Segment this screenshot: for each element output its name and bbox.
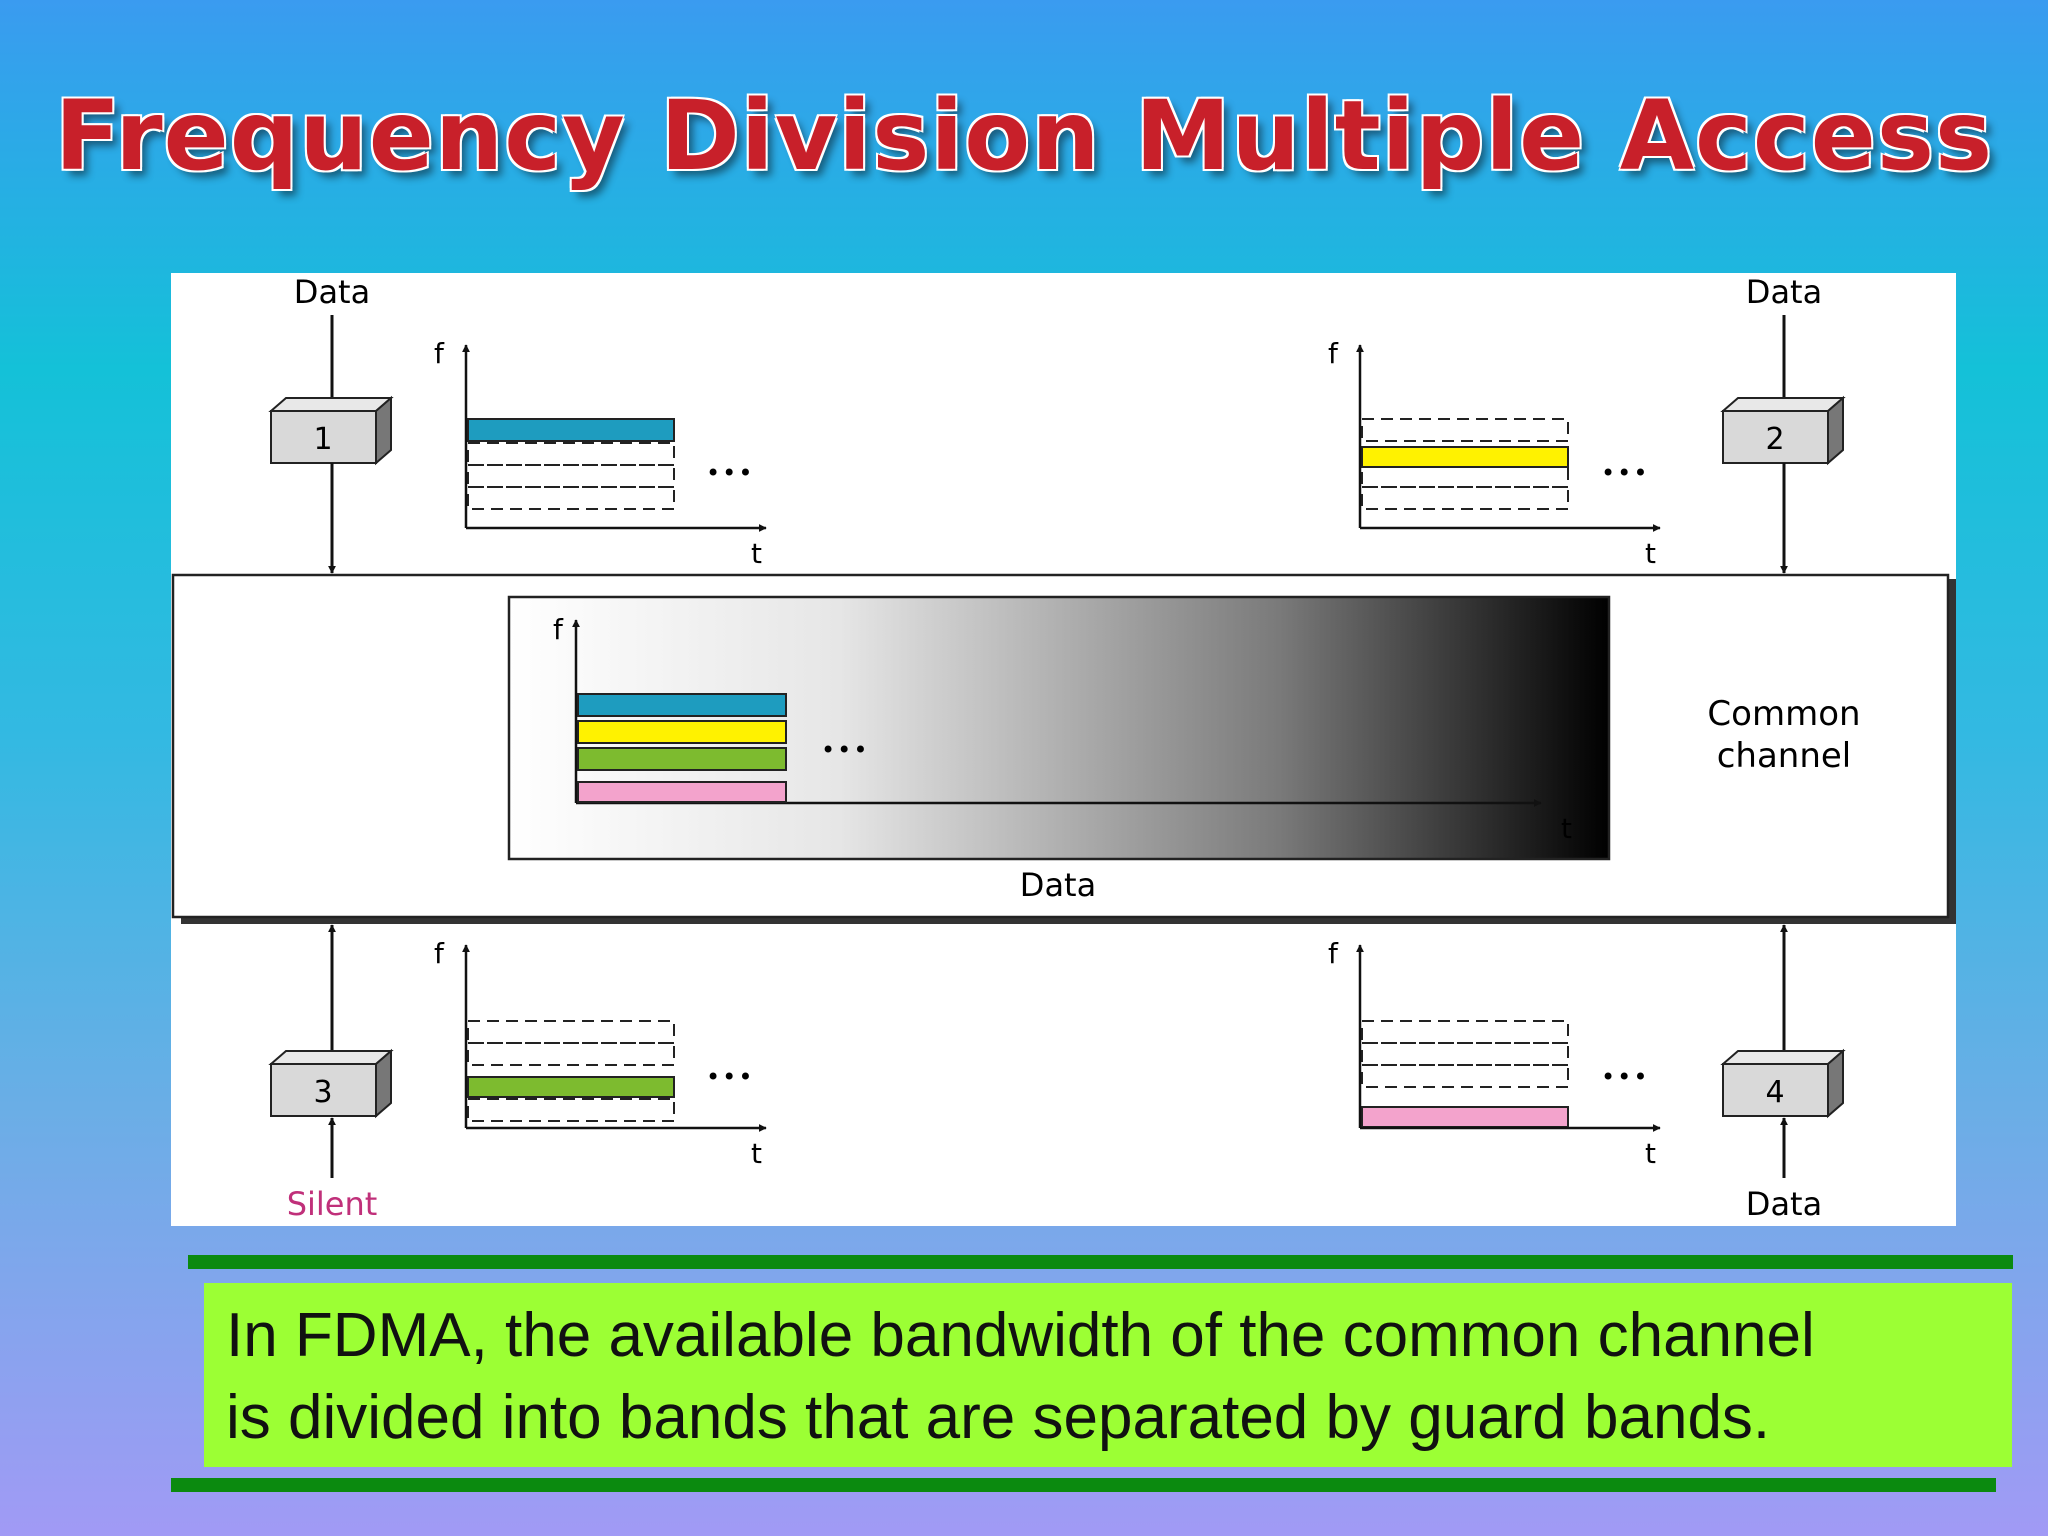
station-2-input-label: Data	[1746, 273, 1822, 311]
station-4-guard-band	[1361, 1064, 1569, 1088]
station-4-f-label: f	[1328, 937, 1339, 970]
station-3: 3 Silent	[268, 924, 394, 1223]
station-2-active-band	[1361, 446, 1569, 468]
channel-t-label: t	[1561, 812, 1572, 845]
station-2-t-label: t	[1645, 537, 1656, 570]
channel-data-label: Data	[1020, 866, 1096, 904]
station-4-t-label: t	[1645, 1137, 1656, 1170]
station-4-plot: f t •••	[1328, 937, 1661, 1170]
station-4-box-side	[1827, 1048, 1844, 1119]
station-3-guard-band	[467, 1042, 675, 1066]
station-3-box	[270, 1063, 377, 1117]
station-4-box-top	[1720, 1050, 1846, 1065]
station-2-plot: f t •••	[1328, 337, 1661, 570]
station-3-number: 3	[313, 1075, 332, 1110]
common-channel-label-line1: Common	[1707, 694, 1860, 734]
caption-top-rule	[188, 1255, 2013, 1269]
station-1-box-side	[375, 395, 392, 466]
station-4-number: 4	[1765, 1075, 1784, 1110]
channel-band-yellow	[577, 720, 787, 744]
caption-line-1: In FDMA, the available bandwidth of the …	[226, 1301, 1815, 1370]
station-2-guard-band	[1361, 464, 1569, 488]
station-2: Data 2	[1720, 273, 1846, 574]
station-4: 4 Data	[1720, 924, 1846, 1223]
caption-line-2: is divided into bands that are separated…	[226, 1383, 1771, 1452]
channel-f-label: f	[553, 613, 564, 646]
station-3-guard-band	[467, 1020, 675, 1044]
common-channel-label-line2: channel	[1717, 736, 1852, 776]
station-3-box-side	[375, 1048, 392, 1119]
station-2-guard-band	[1361, 486, 1569, 510]
station-2-guard-band	[1361, 418, 1569, 442]
station-2-box-side	[1827, 395, 1844, 466]
station-3-plot: f t •••	[434, 937, 767, 1170]
channel-ellipsis: •••	[821, 736, 869, 764]
channel-band-pink	[577, 781, 787, 803]
station-2-ellipsis: •••	[1601, 459, 1649, 487]
station-1-t-label: t	[751, 537, 762, 570]
station-3-active-band	[467, 1076, 675, 1098]
station-3-input-label: Silent	[287, 1185, 378, 1223]
station-4-ellipsis: •••	[1601, 1063, 1649, 1091]
station-1-guard-band	[467, 486, 675, 510]
station-2-box-top	[1720, 397, 1846, 412]
station-2-box	[1722, 410, 1829, 464]
station-2-f-label: f	[1328, 337, 1339, 370]
station-4-input-label: Data	[1746, 1185, 1822, 1223]
station-4-active-band	[1361, 1106, 1569, 1128]
station-1-input-label: Data	[294, 273, 370, 311]
channel-plot: f t •••	[553, 613, 1572, 845]
slide-title: Frequency Division Multiple Access	[54, 80, 1994, 192]
station-3-guard-band	[467, 1098, 675, 1122]
caption-box: In FDMA, the available bandwidth of the …	[204, 1283, 2012, 1467]
channel-band-blue	[577, 693, 787, 717]
station-1-ellipsis: •••	[706, 459, 754, 487]
caption-bottom-rule	[171, 1478, 1996, 1492]
station-3-t-label: t	[751, 1137, 762, 1170]
station-1-f-label: f	[434, 337, 445, 370]
station-1-guard-band	[467, 442, 675, 466]
fdma-diagram: f t ••• Common channel Data Data 1 f t •…	[171, 273, 1956, 1226]
station-4-box	[1722, 1063, 1829, 1117]
station-1: Data 1	[268, 273, 394, 574]
station-4-guard-band	[1361, 1042, 1569, 1066]
station-1-box	[270, 410, 377, 464]
station-4-guard-band	[1361, 1020, 1569, 1044]
station-1-active-band	[467, 418, 675, 442]
station-3-box-top	[268, 1050, 394, 1065]
channel-band-green	[577, 747, 787, 771]
station-1-number: 1	[313, 422, 332, 457]
station-1-guard-band	[467, 464, 675, 488]
station-2-number: 2	[1765, 422, 1784, 457]
station-3-ellipsis: •••	[706, 1063, 754, 1091]
station-1-box-top	[268, 397, 394, 412]
station-3-f-label: f	[434, 937, 445, 970]
station-1-plot: f t •••	[434, 337, 767, 570]
